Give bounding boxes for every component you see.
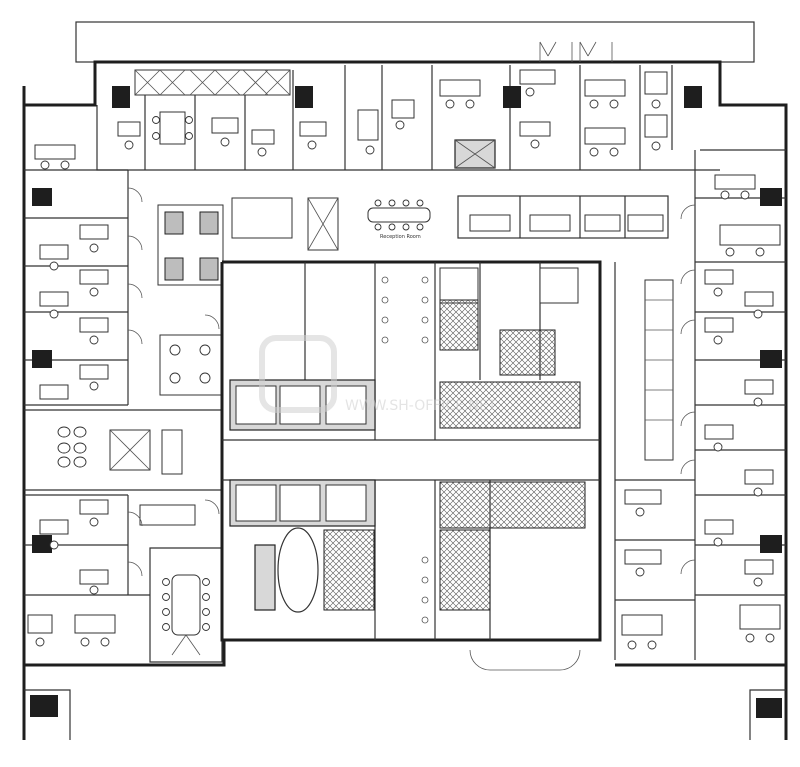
reception-room-label: Reception Room: [380, 234, 421, 240]
building-core: [220, 260, 602, 642]
roof-canopy: [75, 21, 755, 63]
conference-room: [149, 547, 223, 663]
doors: [127, 187, 696, 671]
outer-wall: [22, 60, 788, 740]
lounge-area: [24, 204, 224, 548]
left-offices: [24, 144, 150, 717]
open-workstations: [457, 195, 669, 239]
right-offices: [614, 149, 786, 718]
watermark: WWW.SH-OFFICE.NET: [259, 335, 497, 414]
lower-wings: [24, 689, 786, 740]
top-offices: [96, 41, 720, 171]
reception-room: Reception Room: [231, 197, 431, 251]
top-office-furniture: [117, 69, 668, 169]
watermark-text: WWW.SH-OFFICE.NET: [345, 398, 497, 414]
